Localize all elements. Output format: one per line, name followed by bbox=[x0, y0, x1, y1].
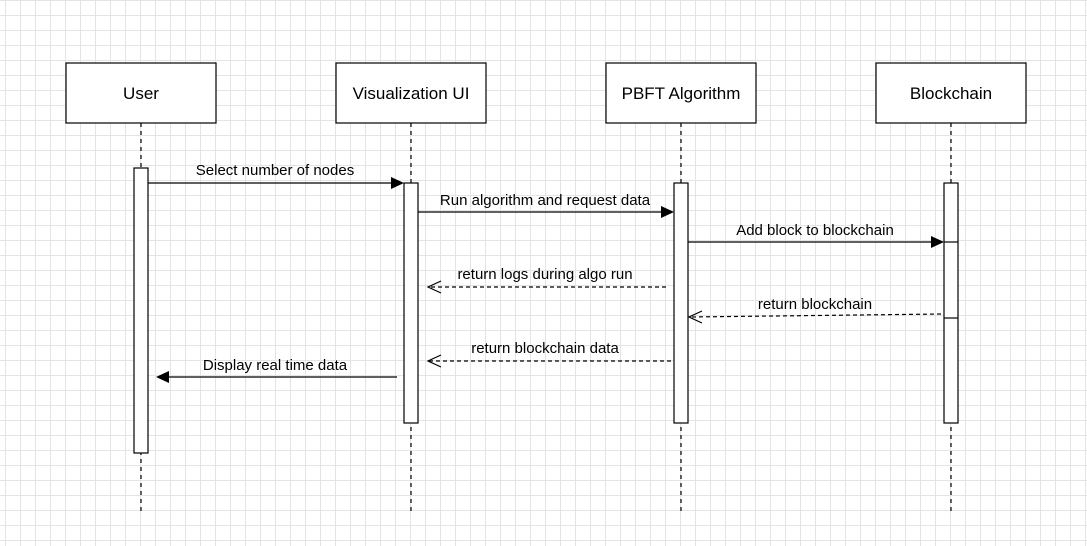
message-label: Display real time data bbox=[203, 357, 348, 374]
open-arrow-head-icon bbox=[426, 280, 442, 294]
activation-pbft-algorithm[interactable] bbox=[673, 182, 689, 424]
participant-blockchain[interactable]: Blockchain bbox=[875, 62, 1027, 124]
message-display-real-time-data[interactable]: Display real time data bbox=[156, 357, 397, 383]
participant-pbft-algorithm[interactable]: PBFT Algorithm bbox=[605, 62, 757, 124]
arrow-head-icon bbox=[391, 177, 404, 189]
message-run-algorithm-and-request-data[interactable]: Run algorithm and request data bbox=[418, 192, 674, 218]
participant-visualization-ui-label: Visualization UI bbox=[353, 84, 470, 103]
participant-user[interactable]: User bbox=[65, 62, 217, 124]
activation-user[interactable] bbox=[133, 167, 149, 454]
message-label: Add block to blockchain bbox=[736, 222, 894, 239]
arrow-head-icon bbox=[661, 206, 674, 218]
message-label: return blockchain bbox=[758, 296, 872, 313]
participant-user-label: User bbox=[123, 84, 159, 103]
message-select-number-of-nodes[interactable]: Select number of nodes bbox=[148, 162, 404, 189]
participant-pbft-algorithm-label: PBFT Algorithm bbox=[622, 84, 741, 103]
activation-visualization-ui[interactable] bbox=[403, 182, 419, 424]
arrow-head-icon bbox=[156, 371, 169, 383]
open-arrow-head-icon bbox=[687, 310, 703, 324]
message-add-block-to-blockchain[interactable]: Add block to blockchain bbox=[688, 222, 944, 248]
participant-visualization-ui[interactable]: Visualization UI bbox=[335, 62, 487, 124]
message-return-blockchain-data[interactable]: return blockchain data bbox=[426, 340, 671, 368]
open-arrow-head-icon bbox=[426, 354, 442, 368]
message-label: Select number of nodes bbox=[196, 162, 354, 179]
message-return-logs-during-algo-run[interactable]: return logs during algo run bbox=[426, 266, 666, 294]
message-label: return blockchain data bbox=[471, 340, 619, 357]
participant-blockchain-label: Blockchain bbox=[910, 84, 992, 103]
arrow-head-icon bbox=[931, 236, 944, 248]
message-label: return logs during algo run bbox=[457, 266, 632, 283]
activation-blockchain[interactable] bbox=[943, 182, 959, 424]
message-return-blockchain[interactable]: return blockchain bbox=[687, 296, 942, 324]
message-label: Run algorithm and request data bbox=[440, 192, 651, 209]
